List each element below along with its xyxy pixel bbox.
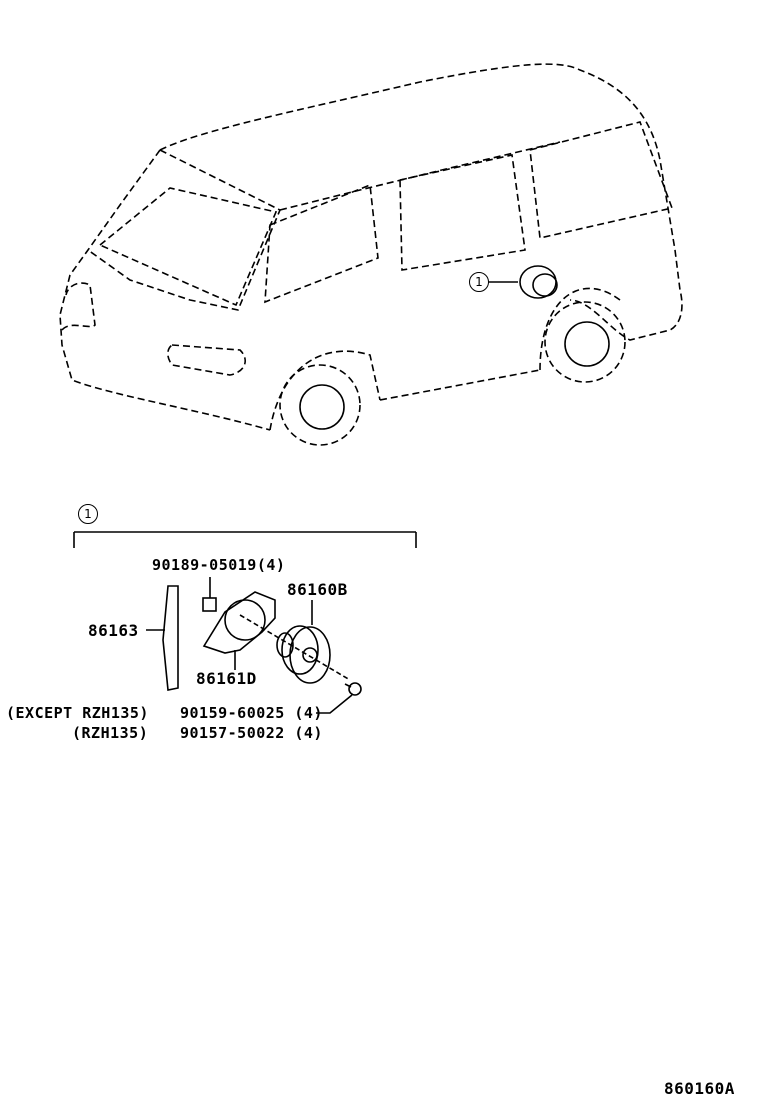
part-bracket-label: 86161D <box>196 669 257 688</box>
part-clip-label: 90189-05019(4) <box>152 556 286 574</box>
screw <box>316 682 362 714</box>
diagram-id: 860160A <box>664 1079 735 1098</box>
group-callout-1: 1 <box>78 504 98 524</box>
note-except: (EXCEPT RZH135) <box>6 704 149 722</box>
part-screw-rzh-label: 90157-50022 (4) <box>180 724 323 742</box>
note-rzh: (RZH135) <box>72 724 149 742</box>
group-bracket <box>73 531 417 548</box>
clip-90189 <box>202 577 217 612</box>
van-outline <box>59 63 683 446</box>
part-screw-except-label: 90159-60025 (4) <box>180 704 323 722</box>
van-wheels <box>299 321 610 430</box>
van-callout-1: 1 <box>469 272 489 292</box>
grille-86163 <box>146 585 179 691</box>
van-speaker-icon <box>488 265 558 299</box>
speaker-86160B <box>239 600 351 684</box>
bracket-86161D <box>202 591 276 670</box>
part-grille-label: 86163 <box>88 621 139 640</box>
part-speaker-label: 86160B <box>287 580 348 599</box>
